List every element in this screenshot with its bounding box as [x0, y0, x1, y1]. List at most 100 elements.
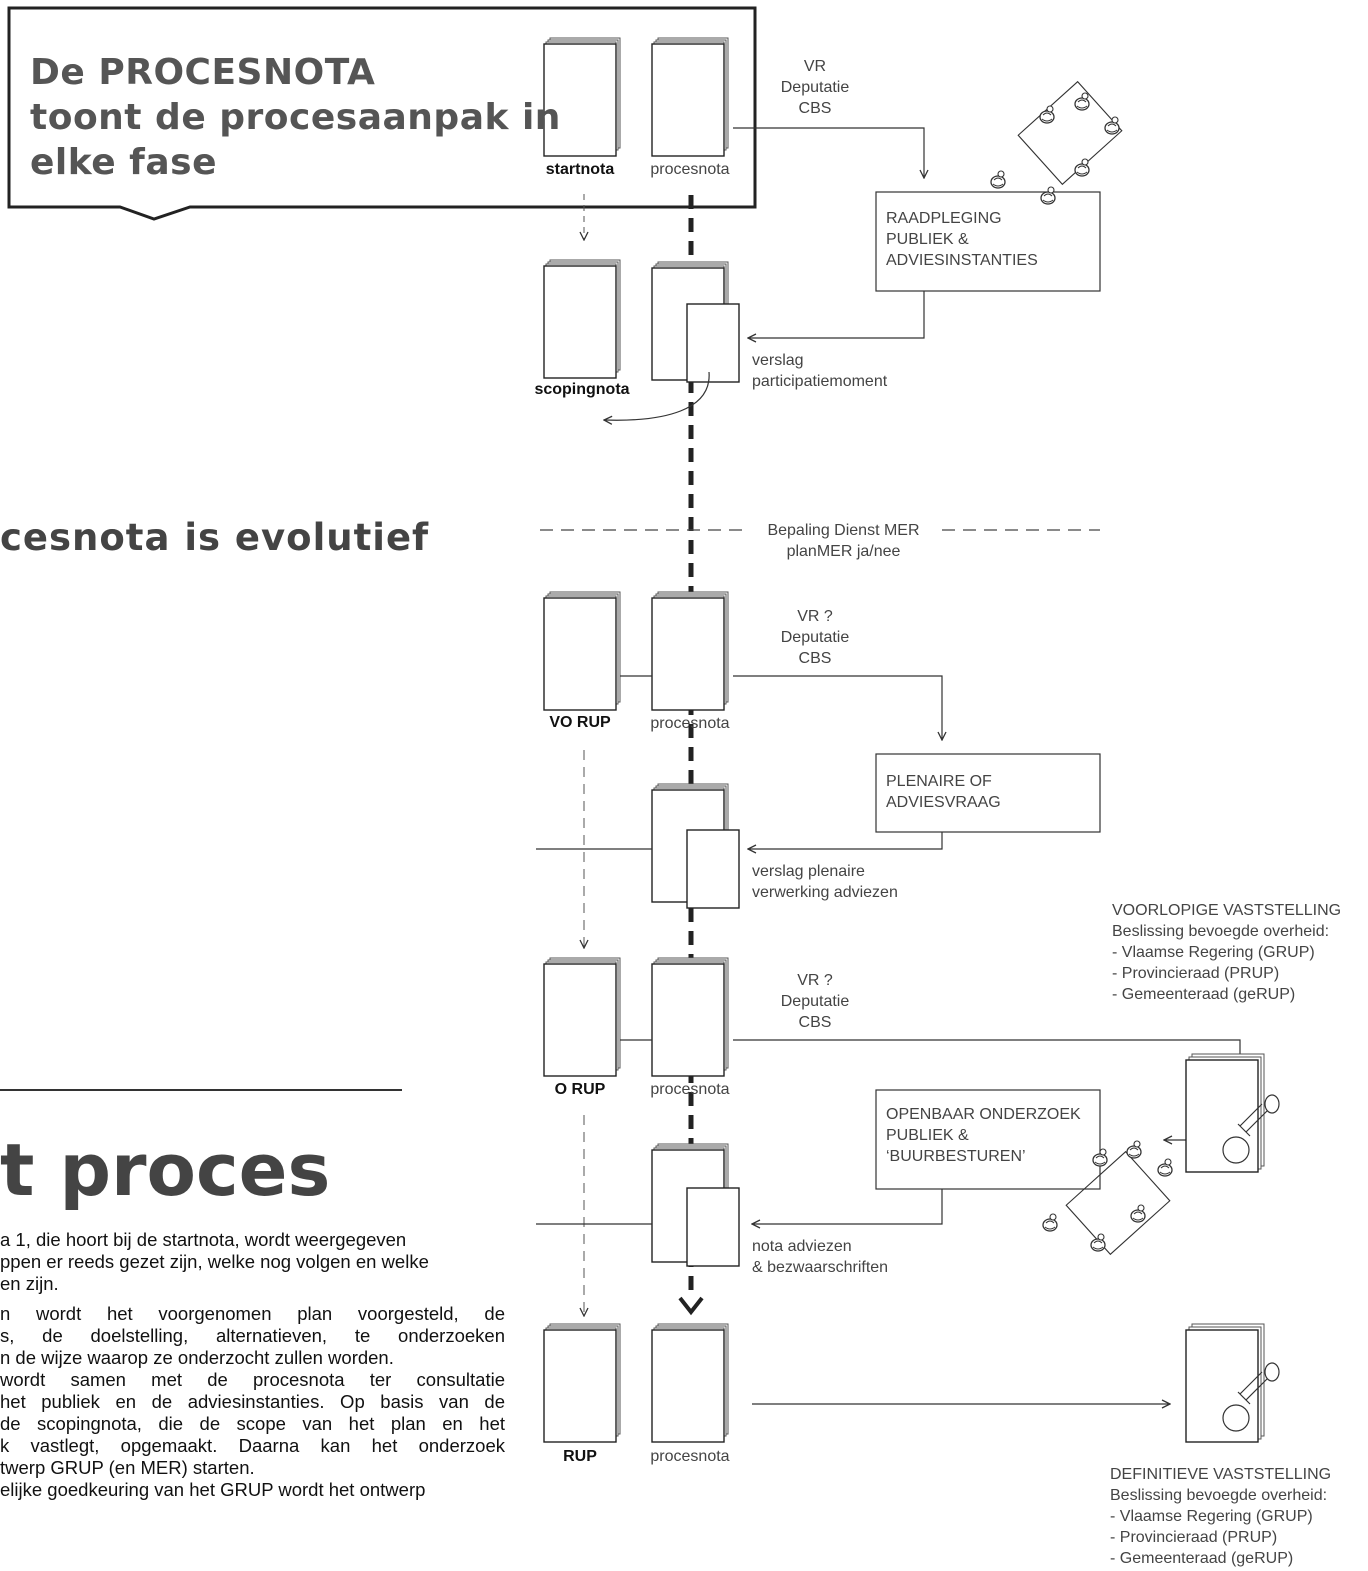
label-o-rup: O RUP: [554, 1081, 606, 1098]
doc-procesnota-7: [651, 1323, 729, 1443]
actor-cbs: CBS: [798, 1014, 832, 1031]
doc-vo-rup: [543, 591, 621, 711]
doc-verslag-2: [686, 829, 740, 909]
report-line: verslag: [752, 352, 804, 369]
mer-label: Bepaling Dienst MER planMER ja/nee: [745, 520, 942, 562]
para-2-line-1: n wordt het voorgenomen plan voorgesteld…: [0, 1303, 505, 1324]
doc-procesnota-5: [651, 957, 729, 1077]
decision-document-2: [1185, 1323, 1280, 1443]
arrow-to-verslag-1: [748, 291, 925, 338]
doc-procesnota-1: [651, 37, 729, 157]
doc-procesnota-3: [651, 591, 729, 711]
callout-line-3: elke fase: [30, 142, 217, 183]
para-1-line-2: ppen er reeds gezet zijn, welke nog volg…: [0, 1251, 429, 1272]
label-startnota: startnota: [545, 161, 615, 178]
actor-vr: VR ?: [797, 972, 833, 989]
label-rup: RUP: [563, 1448, 597, 1465]
arrow-to-plenaire: [733, 675, 942, 740]
vv-line: - Gemeenteraad (geRUP): [1112, 986, 1296, 1003]
dv-line: - Gemeenteraad (geRUP): [1110, 1550, 1294, 1567]
para-2-line-2: s, de doelstelling, alternatieven, te on…: [0, 1325, 505, 1346]
intro-text: a 1, die hoort bij de startnota, wordt w…: [0, 1229, 505, 1501]
box-line: ADVIESINSTANTIES: [886, 252, 1038, 269]
people-group-2: [1042, 1140, 1173, 1256]
vv-line: VOORLOPIGE VASTSTELLING: [1112, 902, 1342, 919]
para-1-line-3: en zijn.: [0, 1273, 59, 1294]
label-procesnota-5: procesnota: [650, 1081, 730, 1098]
report-label-3: nota adviezen & bezwaarschriften: [752, 1236, 888, 1278]
label-procesnota-3: procesnota: [650, 715, 730, 732]
actor-vr: VR ?: [797, 608, 833, 625]
box-line: PUBLIEK &: [886, 1127, 969, 1144]
para-3-line-4: k vastlegt, opgemaakt. Daarna kan het on…: [0, 1435, 505, 1456]
para-1-line-1: a 1, die hoort bij de startnota, wordt w…: [0, 1229, 407, 1250]
actor-cbs: CBS: [798, 650, 832, 667]
voorlopige-vaststelling: VOORLOPIGE VASTSTELLING Beslissing bevoe…: [1112, 900, 1341, 1005]
actor-cbs: CBS: [798, 100, 832, 117]
evolutief-heading: cesnota is evolutief: [0, 516, 430, 559]
report-label-2: verslag plenaire verwerking adviezen: [752, 861, 898, 903]
box-raadpleging: [875, 191, 1101, 292]
box-raadpleging-text: RAADPLEGING PUBLIEK & ADVIESINSTANTIES: [886, 208, 1038, 271]
para-3-line-2: het publiek en de adviesinstanties. Op b…: [0, 1391, 505, 1412]
actor-deputatie: Deputatie: [780, 79, 850, 96]
label-scopingnota: scopingnota: [534, 381, 630, 398]
report-line: nota adviezen: [752, 1238, 852, 1255]
doc-rup: [543, 1323, 621, 1443]
para-4-line-1: elijke goedkeuring van het GRUP wordt he…: [0, 1479, 426, 1500]
box-line: OPENBAAR ONDERZOEK: [886, 1106, 1081, 1123]
para-3-line-5: twerp GRUP (en MER) starten.: [0, 1457, 255, 1478]
callout-line-1: De PROCESNOTA: [30, 52, 376, 93]
callout-text: De PROCESNOTA toont de procesaanpak in e…: [30, 50, 561, 185]
doc-verslag-1: [686, 303, 740, 383]
dv-line: - Vlaamse Regering (GRUP): [1110, 1508, 1313, 1525]
report-line: verslag plenaire: [752, 863, 865, 880]
actors-stage-3: VR ? Deputatie CBS: [760, 970, 870, 1033]
doc-o-rup: [543, 957, 621, 1077]
definitieve-vaststelling: DEFINITIEVE VASTSTELLING Beslissing bevo…: [1110, 1464, 1331, 1569]
label-vo-rup: VO RUP: [549, 714, 611, 731]
dv-line: - Provincieraad (PRUP): [1110, 1529, 1278, 1546]
box-plenaire: [875, 753, 1101, 833]
arrow-to-scopingnota: [604, 371, 710, 420]
box-plenaire-text: PLENAIRE OF ADVIESVRAAG: [886, 771, 1001, 813]
doc-scopingnota: [543, 259, 621, 379]
report-label-1: verslag participatiemoment: [752, 350, 887, 392]
para-2-line-3: n de wijze waarop ze onderzocht zullen w…: [0, 1347, 394, 1368]
dv-line: DEFINITIEVE VASTSTELLING: [1110, 1466, 1332, 1483]
para-3-line-1: wordt samen met de procesnota ter consul…: [0, 1369, 505, 1390]
box-line: RAADPLEGING: [886, 210, 1002, 227]
report-line: & bezwaarschriften: [752, 1259, 889, 1276]
mer-line-2: planMER ja/nee: [786, 543, 901, 560]
para-3-line-3: de scopingnota, die de scope van het pla…: [0, 1413, 505, 1434]
arrow-to-raadpleging: [733, 127, 924, 178]
vv-line: Beslissing bevoegde overheid:: [1112, 923, 1330, 940]
vv-line: - Vlaamse Regering (GRUP): [1112, 944, 1315, 961]
label-procesnota-1: procesnota: [650, 161, 730, 178]
proces-heading: t proces: [0, 1128, 331, 1212]
report-line: verwerking adviezen: [752, 884, 898, 901]
box-line: PLENAIRE OF: [886, 773, 992, 790]
line-to-decision-1: [733, 1039, 1241, 1060]
people-group-1: [990, 80, 1123, 205]
actors-stage-2: VR ? Deputatie CBS: [760, 606, 870, 669]
box-line: ‘BUURBESTUREN’: [886, 1148, 1026, 1165]
box-openbaar-text: OPENBAAR ONDERZOEK PUBLIEK & ‘BUURBESTUR…: [886, 1104, 1081, 1167]
doc-nota-adviezen: [686, 1187, 740, 1267]
arrow-to-nota-adviezen: [752, 1189, 943, 1224]
decision-document-1: [1185, 1053, 1280, 1173]
label-procesnota-7: procesnota: [650, 1448, 730, 1465]
dv-line: Beslissing bevoegde overheid:: [1110, 1487, 1328, 1504]
actor-deputatie: Deputatie: [780, 629, 850, 646]
timeline-arrowhead: [678, 1296, 704, 1316]
actor-vr: VR: [803, 58, 827, 75]
actors-stage-1: VR Deputatie CBS: [760, 56, 870, 119]
vv-line: - Provincieraad (PRUP): [1112, 965, 1280, 982]
actor-deputatie: Deputatie: [780, 993, 850, 1010]
box-openbaar: [875, 1089, 1101, 1190]
callout-line-2: toont de procesaanpak in: [30, 97, 561, 138]
box-line: PUBLIEK &: [886, 231, 969, 248]
arrow-to-verslag-2: [748, 832, 943, 849]
box-line: ADVIESVRAAG: [886, 794, 1001, 811]
